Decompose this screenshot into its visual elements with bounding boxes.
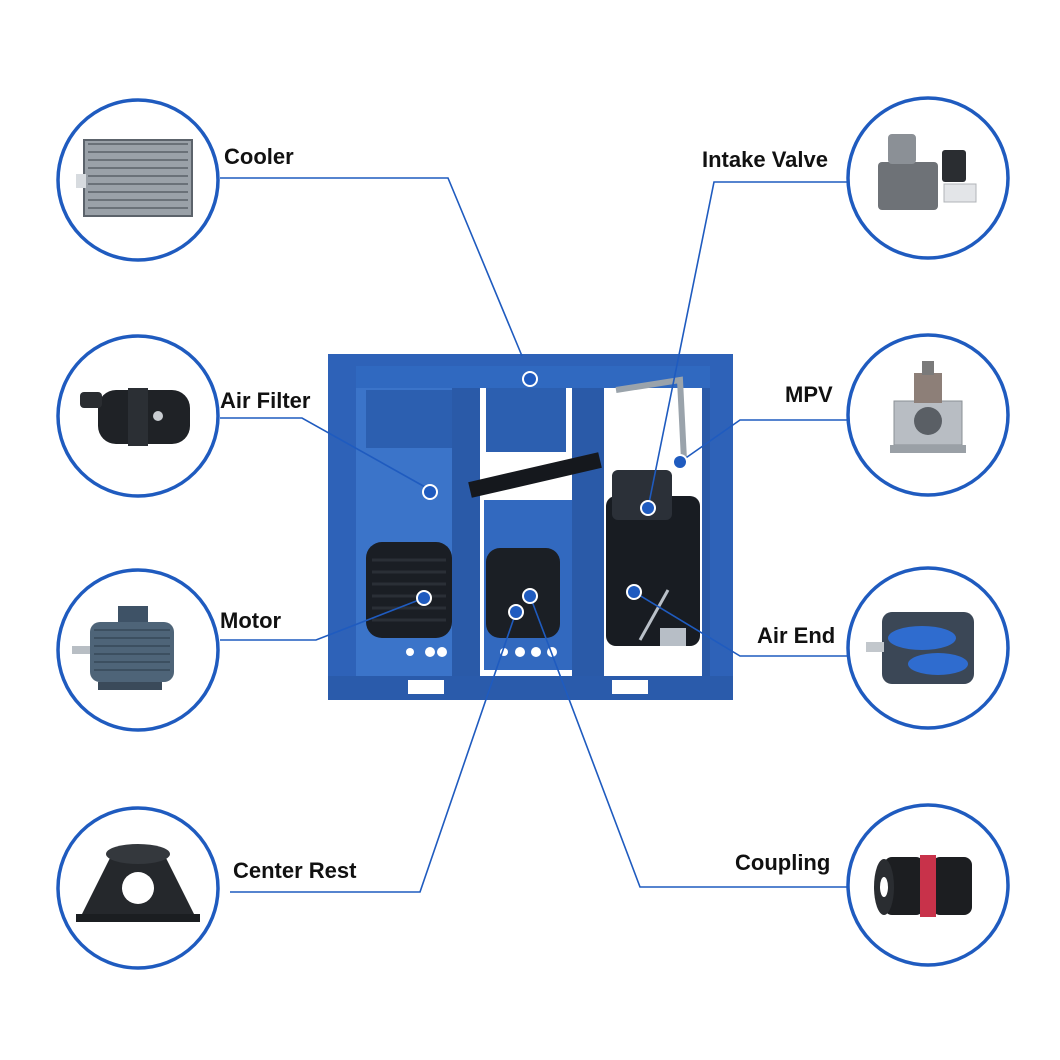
cooler-callout-dot — [522, 371, 538, 387]
label-center-rest: Center Rest — [233, 858, 357, 883]
intake-valve-leader-line — [647, 181, 850, 509]
center-rest-leader-line — [230, 611, 517, 893]
motor-callout-dot — [416, 590, 432, 606]
minimum-pressure-valve-icon — [890, 361, 966, 453]
air-compressor-unit — [328, 354, 733, 700]
intake-valve-icon — [878, 134, 977, 210]
air-end-leader-line — [633, 591, 850, 657]
mpv-callout-dot — [672, 454, 688, 470]
label-motor: Motor — [220, 608, 282, 633]
label-intake-valve: Intake Valve — [702, 147, 828, 172]
air-end-thumbnail — [846, 566, 1010, 730]
base-frame — [328, 676, 733, 700]
filter-housing — [366, 390, 452, 448]
label-air-end: Air End — [757, 623, 836, 648]
mpv-thumbnail — [846, 333, 1010, 497]
cooler-housing — [486, 388, 566, 452]
center-rest-thumbnail — [56, 806, 220, 970]
air-filter-leader-line — [220, 417, 435, 493]
intake-valve-thumbnail — [846, 96, 1010, 260]
center-rest-callout-dot — [508, 604, 524, 620]
air-end-callout-dot — [626, 584, 642, 600]
mpv-leader-line — [679, 419, 850, 463]
center-rest-bracket-icon — [76, 844, 200, 922]
intake-valve-body — [612, 470, 672, 520]
callout-dots — [416, 371, 688, 620]
air-filter-icon — [80, 388, 190, 446]
electric-motor-icon — [72, 606, 174, 690]
component-thumbnails — [56, 96, 1010, 970]
leader-lines — [220, 177, 850, 893]
coupling-thumbnail — [846, 803, 1010, 967]
label-mpv: MPV — [785, 382, 833, 407]
air-filter-callout-dot — [422, 484, 438, 500]
air-filter-thumbnail — [56, 334, 220, 498]
radiator-icon — [76, 139, 193, 217]
air-end-body — [606, 496, 700, 646]
motor-leader-line — [220, 597, 425, 641]
motor-body — [366, 542, 452, 638]
coupling-leader-line — [529, 595, 850, 888]
jaw-coupling-icon — [874, 855, 972, 917]
screw-rotor-air-end-icon — [866, 612, 974, 684]
cooler-thumbnail — [56, 98, 220, 262]
motor-thumbnail — [56, 568, 220, 732]
coupling-callout-dot — [522, 588, 538, 604]
pipe — [468, 452, 602, 498]
cooler-leader-line — [220, 177, 523, 357]
label-coupling: Coupling — [735, 850, 831, 875]
label-cooler: Cooler — [224, 144, 294, 169]
intake-valve-callout-dot — [640, 500, 656, 516]
label-air-filter: Air Filter — [220, 388, 311, 413]
